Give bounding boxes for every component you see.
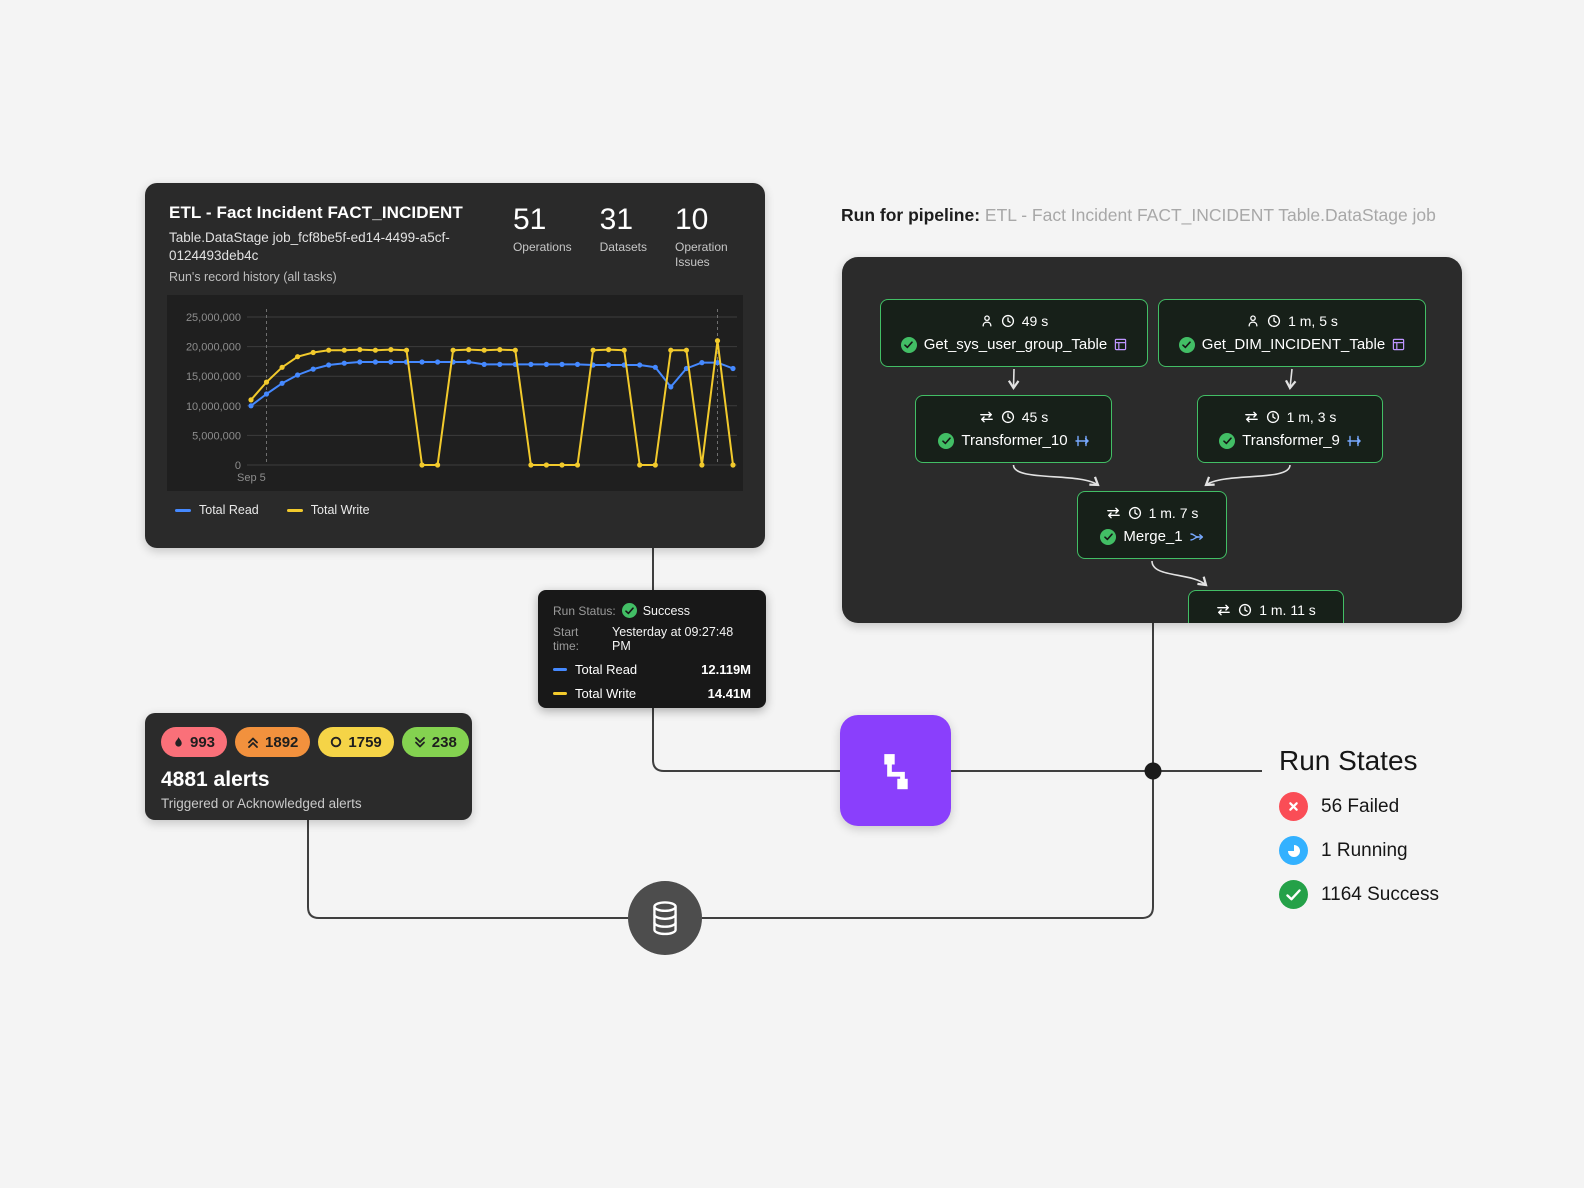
dag-node-transformer-9[interactable]: 1 m, 3 s Transformer_9	[1197, 395, 1383, 463]
success-check-icon	[1219, 432, 1236, 449]
pipeline-stats: 51 Operations 31 Datasets 10 Operation I…	[513, 205, 739, 270]
junction-dot	[1144, 762, 1162, 780]
dag-node-merge-1[interactable]: 1 m. 7 s Merge_1	[1077, 491, 1227, 559]
clock-icon	[1001, 410, 1014, 424]
legend-total-read[interactable]: Total Read	[175, 503, 259, 517]
pipeline-app-tile[interactable]	[840, 715, 951, 826]
success-check-icon	[1100, 528, 1117, 545]
flame-icon	[175, 736, 182, 747]
svg-text:20,000,000: 20,000,000	[186, 342, 241, 354]
history-chart-panel[interactable]: 0 5,000,000 10,000,000 15,000,000 20,000,000…	[167, 295, 743, 491]
dag-node-get-sys-user-group-table[interactable]: 49 s Get_sys_user_group_Table	[880, 299, 1148, 367]
success-check-icon	[621, 603, 637, 618]
chevrons-down-icon	[414, 736, 425, 747]
success-check-icon	[1178, 336, 1195, 353]
start-time-value: Yesterday at 09:27:48 PM	[612, 625, 734, 653]
dag-edges	[1007, 368, 1297, 587]
run-state-failed: 56 Failed	[1279, 792, 1439, 821]
pipeline-steps-icon	[883, 753, 908, 789]
task-icon	[1248, 315, 1258, 327]
total-read-dash-icon	[553, 668, 567, 671]
run-for-pipeline-value: ETL - Fact Incident FACT_INCIDENT Table.…	[984, 205, 1436, 225]
success-check-icon	[938, 432, 955, 449]
chevrons-up-icon	[248, 737, 258, 748]
total-write-swatch	[286, 508, 303, 512]
alert-pill-high[interactable]: 1892	[235, 727, 311, 757]
pipeline-summary-card: ETL - Fact Incident FACT_INCIDENT Table.…	[145, 183, 765, 548]
clock-icon	[1001, 314, 1014, 328]
run-for-pipeline-label: Run for pipeline:	[841, 205, 981, 225]
dag-node-get-dim-incident-table[interactable]: 1 m, 5 s Get_DIM_INCIDENT_Table	[1158, 299, 1426, 367]
alert-pill-low[interactable]: 238	[401, 727, 469, 757]
total-read-swatch	[175, 508, 191, 512]
run-state-success: 1164 Success	[1279, 880, 1439, 909]
alerts-card: 993 1892 1759 238 4881 alerts Triggered …	[145, 713, 472, 820]
total-write-dash-icon	[553, 692, 567, 695]
failed-icon	[1279, 792, 1308, 821]
tooltip-total-write-row: Total Write 14.41M	[553, 686, 751, 701]
running-icon	[1279, 836, 1308, 865]
alerts-subtitle: Triggered or Acknowledged alerts	[161, 796, 362, 811]
svg-text:0: 0	[235, 460, 241, 472]
dag-node-transformer-10[interactable]: 45 s Transformer_10	[915, 395, 1112, 463]
loop-icon	[979, 411, 993, 423]
svg-text:Sep 5: Sep 5	[237, 472, 266, 484]
svg-text:10,000,000: 10,000,000	[186, 401, 241, 413]
run-states-panel: Run States 56 Failed 1 Running 1164 Succ…	[1279, 745, 1439, 909]
tooltip-total-read-row: Total Read 12.119M	[553, 662, 751, 677]
chart-legend: Total Read Total Write	[175, 503, 370, 517]
pipeline-job-id: Table.DataStage job_fcf8be5f-ed14-4499-a…	[169, 230, 450, 264]
alert-pills: 993 1892 1759 238	[161, 727, 469, 757]
database-icon	[653, 900, 677, 935]
total-read-value: 12.119M	[701, 662, 751, 677]
task-icon	[982, 315, 992, 327]
legend-total-write[interactable]: Total Write	[286, 503, 370, 517]
loop-icon	[1217, 604, 1231, 616]
stat-operation-issues: 10 Operation Issues	[675, 203, 728, 270]
svg-text:5,000,000: 5,000,000	[192, 430, 241, 442]
run-states-title: Run States	[1279, 745, 1418, 776]
dataset-icon	[1115, 338, 1127, 351]
alerts-total: 4881 alerts	[161, 768, 270, 791]
dag-node-clipped[interactable]: 1 m. 11 s	[1188, 590, 1344, 623]
transform-icon	[1347, 435, 1361, 446]
svg-text:25,000,000: 25,000,000	[186, 312, 241, 324]
dataset-icon	[1392, 338, 1405, 351]
run-tooltip: Run Status: Success Start time: Yesterda…	[538, 590, 766, 708]
clock-icon	[1266, 410, 1279, 424]
clock-icon	[1128, 506, 1141, 520]
transform-icon	[1074, 435, 1089, 446]
merge-icon	[1189, 532, 1203, 541]
success-icon	[1279, 880, 1308, 909]
svg-text:15,000,000: 15,000,000	[186, 371, 241, 383]
run-state-running: 1 Running	[1279, 836, 1439, 865]
run-status-value: Success	[642, 603, 690, 618]
loop-icon	[1244, 411, 1258, 423]
clock-icon	[1239, 603, 1252, 617]
stat-operations: 51 Operations	[512, 203, 572, 255]
run-status-label: Run Status:	[553, 603, 616, 618]
run-for-pipeline-header: Run for pipeline: ETL - Fact Incident FA…	[841, 205, 1436, 226]
pipeline-dag-panel: 49 s Get_sys_user_group_Table 1 m, 5 s G…	[842, 257, 1462, 623]
start-time-label: Start time:	[553, 625, 580, 653]
history-chart[interactable]: 0 5,000,000 10,000,000 15,000,000 20,000,000…	[167, 295, 743, 491]
loop-icon	[1106, 507, 1120, 519]
alert-pill-medium[interactable]: 1759	[318, 727, 394, 757]
database-node[interactable]	[628, 881, 702, 955]
total-write-value: 14.41M	[707, 686, 751, 701]
pipeline-title: ETL - Fact Incident FACT_INCIDENT	[169, 203, 463, 222]
success-check-icon	[900, 336, 917, 353]
alert-pill-critical[interactable]: 993	[161, 727, 228, 757]
circle-icon	[331, 736, 342, 748]
clock-icon	[1268, 314, 1281, 328]
stat-datasets: 31 Datasets	[599, 203, 647, 255]
history-label: Run's record history (all tasks)	[169, 270, 337, 284]
